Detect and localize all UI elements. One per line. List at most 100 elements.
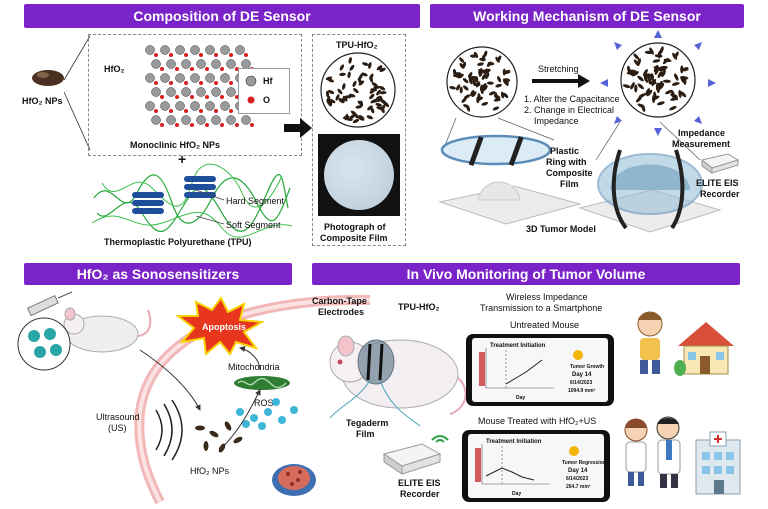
hf-atom: [196, 87, 206, 97]
hf-atom: [175, 101, 185, 111]
nanoparticle: [468, 77, 473, 85]
us-waves: [155, 399, 183, 461]
phone1-date: 6/14/2023: [570, 380, 593, 386]
phone1-header: Treatment Initiation: [490, 343, 546, 349]
ring-platform-left: [438, 117, 582, 225]
o-atom: [229, 109, 233, 113]
photo-caption-1: Photograph of: [324, 222, 386, 232]
phone2-volume: 264.7 mm³: [566, 484, 591, 490]
ring-platform-right: [578, 121, 722, 233]
o-atom: [229, 81, 233, 85]
o-atom: [169, 109, 173, 113]
hf-atom: [160, 73, 170, 83]
film-photo: [318, 134, 400, 216]
mouse-icon: [63, 307, 152, 353]
invivo-title: In Vivo Monitoring of Tumor Volume: [312, 263, 740, 285]
hf-atom: [211, 59, 221, 69]
o-atom: [184, 53, 188, 57]
cell-inset: [17, 317, 71, 371]
nanoparticle: [486, 61, 493, 67]
phone1-day: Day 14: [572, 372, 592, 378]
hf-atom: [151, 87, 161, 97]
nanoparticle: [339, 64, 345, 71]
crystal-box: [88, 34, 302, 156]
nanoparticle: [347, 71, 351, 79]
photo-caption-2: Composite Film: [320, 233, 388, 243]
hf-atom: [145, 73, 155, 83]
nanoparticle: [503, 69, 511, 74]
hf-atom: [226, 59, 236, 69]
nanoparticle: [459, 57, 465, 63]
nanoparticle: [662, 57, 670, 65]
nanoparticle: [338, 97, 345, 104]
nanoparticle: [368, 62, 372, 69]
nanoparticle: [657, 101, 665, 106]
phone1-volume: 1094.9 mm³: [568, 388, 596, 394]
film-title: TPU-HfO₂: [336, 40, 378, 50]
hf-atom: [166, 87, 176, 97]
legend-o: O: [263, 95, 271, 105]
nanoparticle: [497, 76, 502, 83]
hospital-icon: [695, 431, 741, 495]
nanoparticle: [358, 73, 363, 80]
nanoparticle: [367, 105, 373, 111]
hf-atom: [220, 101, 230, 111]
segment-pointers: [195, 189, 225, 225]
phone-screen: Treatment Initiation Day Tumor Growth Da…: [472, 338, 608, 402]
nanoparticle: [377, 66, 384, 71]
hf-atom: [181, 59, 191, 69]
nanoparticle: [471, 91, 477, 98]
o-atom: [190, 95, 194, 99]
nanoparticle: [342, 115, 350, 120]
nanoparticle: [671, 82, 680, 86]
step-2: 2. Change in Electrical: [524, 105, 615, 115]
unstretched-np-circle: [446, 46, 518, 118]
o-atom: [160, 95, 164, 99]
impedance-label-1: Impedance: [678, 128, 726, 138]
soft-segment-label: Soft Segment: [226, 220, 281, 230]
nanoparticle: [348, 93, 356, 98]
phone1-xaxis: Day: [516, 395, 526, 401]
sonosensitizer-title: HfO₂ as Sonosensitizers: [24, 263, 292, 285]
lattice-label: HfO₂: [104, 64, 125, 74]
hf-atom: [166, 115, 176, 125]
o-atom: [205, 123, 209, 127]
nanoparticle: [497, 55, 502, 62]
nanoparticle: [669, 106, 677, 111]
ros-particle: [290, 406, 298, 414]
nanoparticle: [195, 425, 205, 431]
hf-atom: [151, 59, 161, 69]
hf-atom: [205, 45, 215, 55]
nanoparticle: [649, 47, 654, 55]
nanoparticle: [371, 82, 378, 87]
nanoparticle: [634, 84, 638, 93]
nanoparticle: [488, 91, 496, 96]
nanoparticle: [659, 46, 664, 54]
nanoparticle: [476, 96, 480, 104]
syringe-icon: [26, 291, 73, 317]
nanoparticle: [683, 76, 687, 85]
house-icon: [674, 322, 734, 376]
electrodes-label-2: Electrodes: [318, 307, 365, 317]
nanoparticle: [654, 67, 660, 75]
nanoparticle: [486, 81, 494, 85]
nanoparticle: [659, 65, 668, 70]
o-atom: [199, 109, 203, 113]
nanoparticle: [635, 96, 642, 103]
phone2-date: 6/14/2023: [566, 476, 589, 482]
nanoparticle: [505, 79, 509, 87]
ring-label-1: Plastic: [550, 146, 580, 156]
child-icon: [637, 311, 663, 374]
nanoparticle: [327, 78, 335, 83]
phone2-xaxis: Day: [512, 491, 522, 497]
stretch-arrows: [600, 30, 716, 136]
nanoparticle: [376, 106, 383, 110]
hf-atom: [220, 45, 230, 55]
hf-atom: [205, 101, 215, 111]
nanoparticle: [209, 430, 219, 438]
nanoparticle: [358, 116, 365, 121]
o-atom: [169, 53, 173, 57]
step-1: 1. Alter the Capacitance: [524, 94, 620, 104]
recorder-icon: [382, 443, 442, 475]
hf-atom: [211, 115, 221, 125]
